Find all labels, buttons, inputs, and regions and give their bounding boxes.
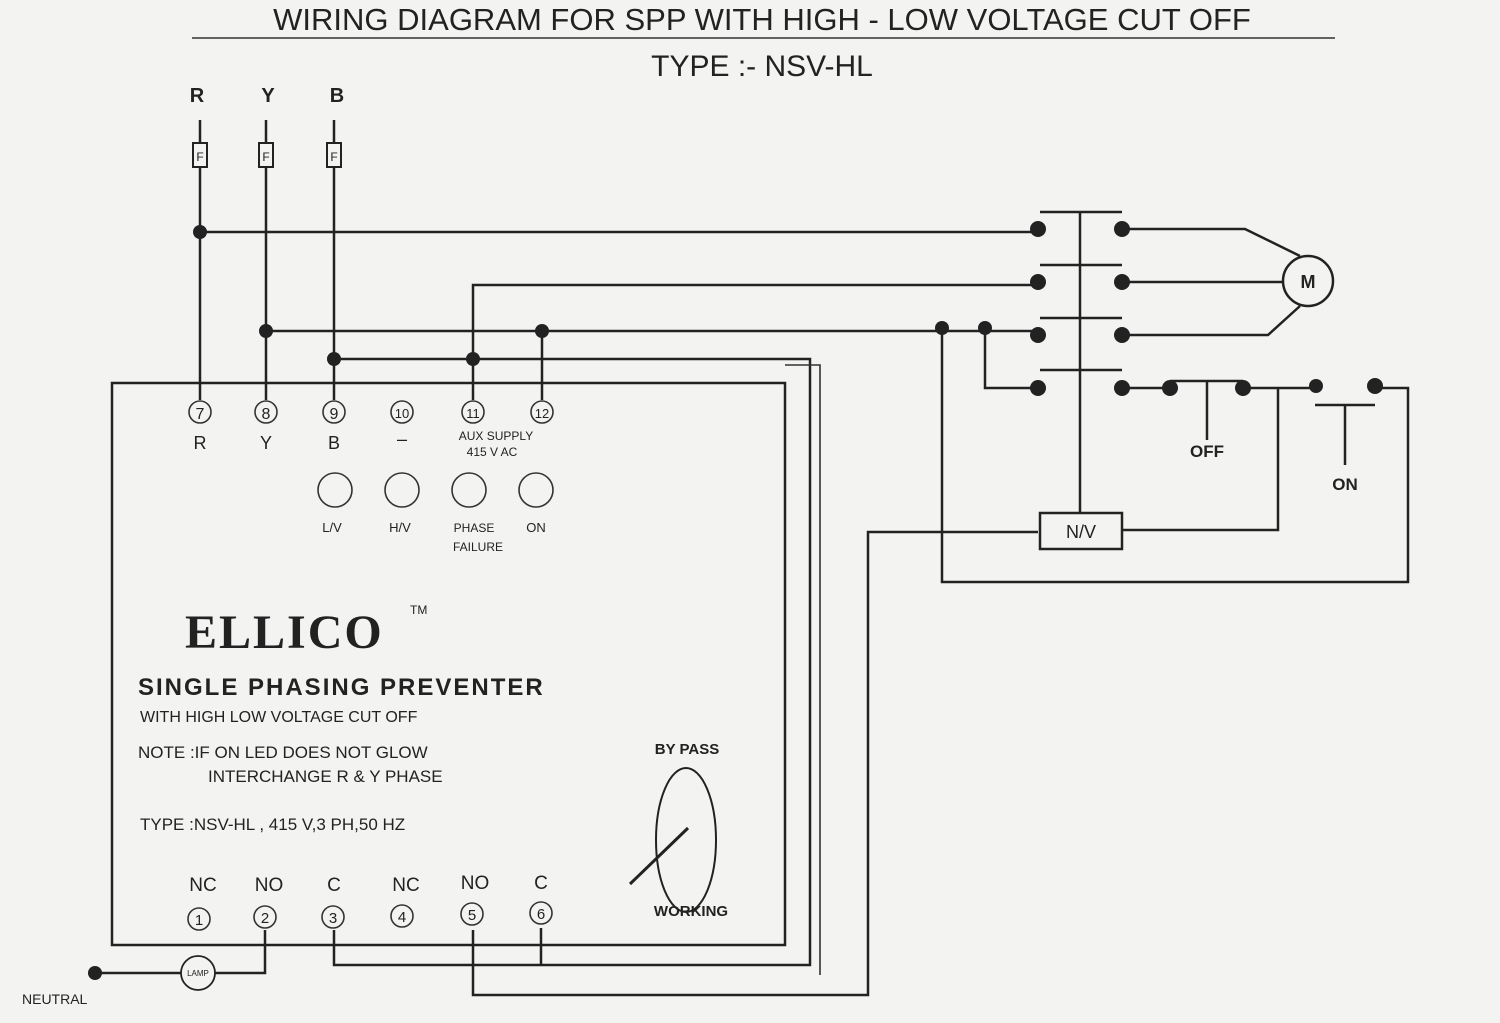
terminal-number: 10 [395,406,409,421]
product-name: SINGLE PHASING PREVENTER [138,674,545,701]
led-label: ON [526,520,546,535]
note-line-1: NOTE :IF ON LED DOES NOT GLOW [138,743,428,762]
working-label: WORKING [654,903,728,920]
terminal-number: 4 [398,909,406,926]
led-indicators [317,472,554,508]
terminal-number: 9 [330,406,339,423]
type-line: TYPE :NSV-HL , 415 V,3 PH,50 HZ [140,815,405,834]
junction-dots [88,221,1383,980]
terminal-label: Y [260,433,272,453]
terminal-label: NC [392,875,419,896]
terminal-number: 2 [261,910,269,927]
phase-wires [192,120,342,400]
motor-icon [1281,254,1335,308]
phase-label-r: R [190,85,205,107]
diagram-subtitle: TYPE :- NSV-HL [651,50,873,83]
led-label: FAILURE [453,540,503,554]
lamp-label: LAMP [187,969,209,978]
switch-lever-icon [628,826,690,886]
nv-coil [1038,511,1124,551]
led-label: H/V [389,520,411,535]
spp-unit-box [110,381,787,947]
terminal-number: 7 [196,406,205,423]
fuse-label: F [330,150,337,164]
led-label: L/V [322,520,342,535]
lamp-icon [180,955,216,991]
terminal-label: B [328,433,340,453]
terminal-number: 11 [466,406,480,421]
fuse-label: F [262,150,269,164]
bypass-switch[interactable] [655,767,717,913]
brand-logo: ELLICO [185,606,384,659]
off-button-label: OFF [1190,442,1224,461]
phase-label-y: Y [261,85,275,107]
aux-supply-label: AUX SUPPLY [459,429,533,443]
terminal-number: 6 [537,906,545,923]
note-line-2: INTERCHANGE R & Y PHASE [208,767,443,786]
wiring [95,210,1410,997]
diagram-title: WIRING DIAGRAM FOR SPP WITH HIGH - LOW V… [273,2,1251,37]
bottom-terminals [187,901,553,931]
aux-supply-voltage: 415 V AC [467,445,518,459]
fuse-icon [258,142,274,168]
terminal-label: R [194,433,207,453]
nv-label: N/V [1066,522,1096,542]
bypass-label: BY PASS [655,741,719,758]
led-phase-failure-icon [451,472,487,508]
fuse-icon [326,142,342,168]
led-lv-icon [317,472,353,508]
top-terminals [188,400,554,424]
fuse-icon [192,142,208,168]
terminal-number: 5 [468,907,476,924]
terminal-label: NO [255,875,284,896]
fuse-label: F [196,150,203,164]
led-hv-icon [384,472,420,508]
product-subtitle: WITH HIGH LOW VOLTAGE CUT OFF [140,709,418,726]
motor-label: M [1301,272,1316,292]
terminal-label: C [327,875,341,896]
on-button-label: ON [1332,475,1358,494]
terminal-label: NO [461,873,490,894]
terminal-label: – [397,429,407,449]
terminal-number: 1 [195,912,203,929]
terminal-number: 8 [262,406,271,423]
terminal-label: C [534,873,548,894]
led-on-icon [518,472,554,508]
trademark: TM [410,603,427,617]
terminal-number: 3 [329,910,337,927]
phase-label-b: B [330,85,344,107]
terminal-number: 12 [535,406,549,421]
terminal-label: NC [189,875,216,896]
neutral-label: NEUTRAL [22,991,88,1007]
led-label: PHASE [454,521,495,535]
